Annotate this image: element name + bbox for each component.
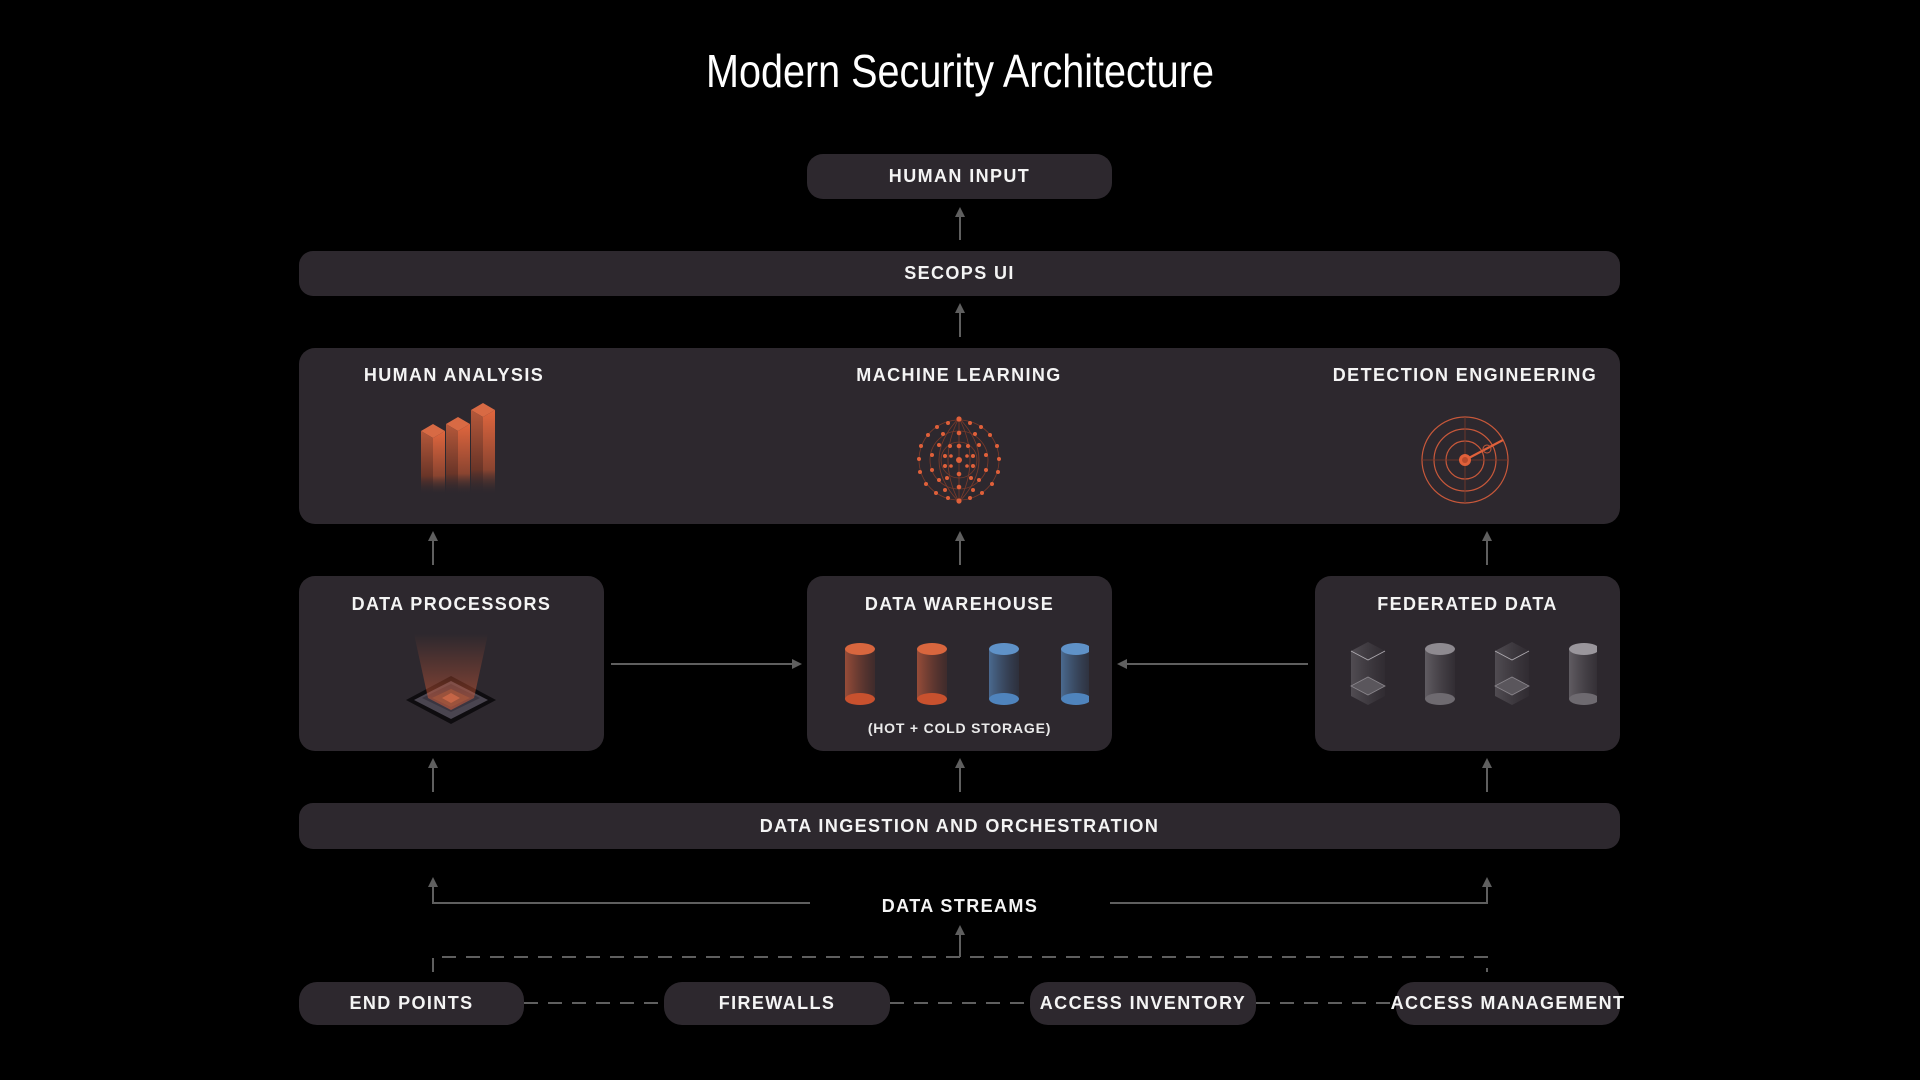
data-warehouse-label: DATA WAREHOUSE: [864, 594, 1055, 614]
detection-engineering-label: DETECTION ENGINEERING: [1332, 365, 1598, 385]
data-streams-text: DATA STREAMS: [881, 896, 1039, 916]
cold-storage-cylinder-2: [1061, 643, 1089, 705]
data-ingestion-bar: DATA INGESTION AND ORCHESTRATION: [299, 803, 1620, 849]
analysis-panel: HUMAN ANALYSIS MACHIN: [299, 348, 1620, 524]
source-label: FIREWALLS: [718, 993, 836, 1013]
federated-storage-icon: [1350, 642, 1597, 705]
human-input-box: HUMAN INPUT: [807, 154, 1112, 199]
federated-cube-1: [1350, 642, 1386, 705]
secops-ui-label: SECOPS UI: [904, 263, 1015, 283]
secops-ui-bar: SECOPS UI: [299, 251, 1620, 296]
radar-target-icon: [1421, 416, 1509, 504]
database-cylinders-icon: [845, 643, 1089, 705]
data-processors-label: DATA PROCESSORS: [351, 594, 552, 614]
machine-learning-section: MACHINE LEARNING: [804, 348, 1114, 524]
federated-data-box: FEDERATED DATA: [1315, 576, 1620, 751]
human-analysis-section: HUMAN ANALYSIS: [299, 348, 609, 524]
source-access-inventory: ACCESS INVENTORY: [1030, 982, 1256, 1025]
source-end-points: END POINTS: [299, 982, 524, 1025]
neural-network-sphere-icon: [917, 416, 1001, 504]
hot-storage-cylinder-1: [845, 643, 875, 705]
source-firewalls: FIREWALLS: [664, 982, 890, 1025]
federated-cylinder-1: [1425, 643, 1455, 705]
processor-chip-icon: [406, 634, 496, 724]
bar-chart-3d-icon: [421, 403, 495, 495]
human-input-label: HUMAN INPUT: [888, 166, 1031, 186]
data-ingestion-label: DATA INGESTION AND ORCHESTRATION: [759, 815, 1160, 836]
federated-cylinder-2: [1569, 643, 1597, 705]
machine-learning-label: MACHINE LEARNING: [856, 365, 1062, 385]
source-label: END POINTS: [349, 993, 474, 1013]
federated-data-label: FEDERATED DATA: [1377, 594, 1558, 614]
human-analysis-label: HUMAN ANALYSIS: [363, 365, 545, 385]
federated-cube-2: [1494, 642, 1530, 705]
data-processors-box: DATA PROCESSORS: [299, 576, 604, 751]
source-label: ACCESS INVENTORY: [1039, 993, 1247, 1013]
cold-storage-cylinder-1: [989, 643, 1019, 705]
storage-caption: (HOT + COLD STORAGE): [867, 720, 1052, 736]
page-title: Modern Security Architecture: [706, 45, 1214, 97]
source-access-management: ACCESS MANAGEMENT: [1391, 982, 1624, 1025]
data-warehouse-box: DATA WAREHOUSE: [807, 576, 1112, 751]
data-streams-label: DATA STREAMS: [810, 896, 1110, 917]
source-label: ACCESS MANAGEMENT: [1390, 993, 1626, 1013]
detection-engineering-section: DETECTION ENGINEERING: [1310, 348, 1620, 524]
hot-storage-cylinder-2: [917, 643, 947, 705]
